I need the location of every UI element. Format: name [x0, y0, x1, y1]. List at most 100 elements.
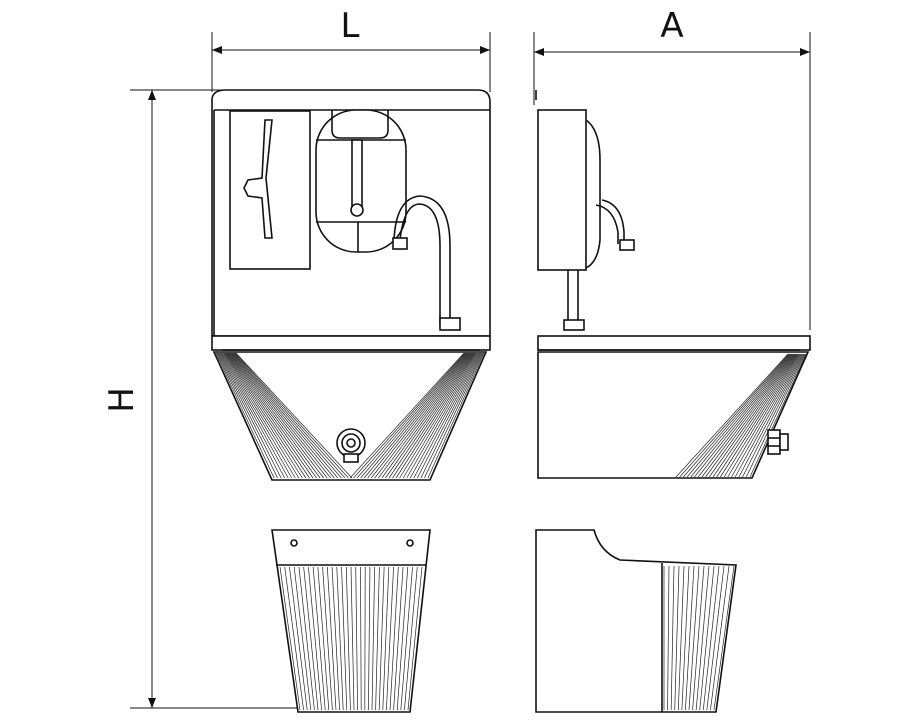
hatch-line — [705, 353, 796, 478]
hatch-line — [681, 565, 690, 711]
hatch-line — [694, 353, 793, 478]
faucet — [399, 203, 441, 326]
hatch-line — [322, 566, 333, 711]
hatch-line — [368, 566, 371, 711]
hatch-line — [395, 352, 477, 479]
hatch-line — [356, 352, 467, 479]
screw-hole-icon — [290, 539, 298, 547]
side-view-sink — [535, 90, 811, 479]
hatch-line — [706, 565, 725, 711]
side-panel — [537, 109, 587, 271]
basin-rim — [211, 335, 491, 351]
dimension-l: L — [211, 6, 491, 92]
dimension-a: A — [533, 6, 811, 330]
hatch-line — [355, 566, 358, 711]
side-basin-body — [537, 351, 810, 479]
hatch-line — [298, 566, 315, 711]
hatch-line — [677, 565, 685, 711]
hatch-line — [363, 352, 468, 479]
pedestal-hatch — [279, 566, 423, 711]
hatch-line — [378, 566, 385, 711]
hatch-line — [374, 352, 471, 479]
hatch-line — [293, 566, 312, 711]
hatch-line — [234, 352, 349, 479]
hatch-line — [695, 565, 710, 711]
dimension-h-label: H — [102, 387, 142, 413]
hatch-line — [697, 353, 794, 478]
hatch-line — [360, 566, 362, 711]
hatch-line — [702, 565, 720, 711]
hatch-line — [381, 352, 473, 479]
hatch-line — [688, 565, 700, 711]
hatch-line — [675, 353, 789, 478]
hatch-line — [731, 353, 802, 478]
hatch-line — [388, 352, 475, 479]
front-view-sink — [211, 89, 491, 481]
hatch-line — [690, 353, 792, 478]
hatch-line — [350, 566, 355, 711]
hatch-line — [396, 566, 409, 711]
hatch-line — [228, 352, 324, 479]
hatch-line — [331, 566, 340, 711]
hatch-line — [713, 565, 735, 711]
hatch-line — [341, 566, 348, 711]
hatch-line — [219, 352, 289, 479]
hatch-line — [353, 352, 466, 479]
hatch-line — [375, 566, 380, 711]
hatch-line — [312, 566, 326, 711]
drain-fitting-icon — [336, 428, 366, 463]
hatch-line — [308, 566, 322, 711]
screw-hole-icon — [406, 539, 414, 547]
hatch-line — [738, 353, 804, 478]
hatch-line — [371, 566, 376, 711]
dimension-a-label: A — [660, 6, 683, 46]
basin-hatch-left — [215, 352, 353, 479]
hatch-line — [400, 566, 413, 711]
hatch-line — [284, 566, 304, 711]
hatch-line — [710, 565, 730, 711]
hatch-line — [223, 352, 307, 479]
hatch-line — [326, 566, 337, 711]
hatch-line — [317, 566, 330, 711]
dimension-h: H — [102, 89, 300, 709]
hatch-line — [709, 353, 797, 478]
hatch-line — [679, 353, 790, 478]
hatch-line — [670, 565, 675, 711]
hatch-line — [382, 566, 390, 711]
hatch-line — [417, 352, 482, 479]
hatch-line — [222, 352, 300, 479]
hatch-line — [360, 352, 467, 479]
hatch-line — [386, 566, 394, 711]
drain-fitting-icon — [767, 429, 789, 455]
hatch-line — [389, 566, 399, 711]
dimension-l-label: L — [341, 6, 360, 46]
hatch-line — [235, 352, 353, 479]
hatch-line — [231, 352, 335, 479]
hatch-line — [674, 565, 680, 711]
hatch-line — [289, 566, 308, 711]
hatch-line — [727, 353, 801, 478]
hatch-line — [385, 352, 474, 479]
hatch-line — [420, 352, 483, 479]
hatch-line — [233, 352, 346, 479]
hatch-line — [392, 352, 476, 479]
hatch-line — [349, 352, 465, 479]
hatch-line — [734, 353, 803, 478]
side-basin-hatch — [675, 353, 807, 478]
hatch-line — [303, 566, 319, 711]
hatch-line — [233, 352, 342, 479]
hatch-line — [424, 352, 484, 479]
side-view-pedestal — [535, 529, 737, 713]
hatch-line — [221, 352, 296, 479]
hatch-line — [427, 352, 485, 479]
hatch-line — [230, 352, 332, 479]
hatch-line — [699, 565, 715, 711]
side-pedestal-hatch — [663, 565, 735, 711]
hatch-line — [216, 352, 278, 479]
hatch-line — [225, 352, 314, 479]
hatch-line — [407, 566, 423, 711]
hatch-line — [402, 352, 478, 479]
hatch-line — [378, 352, 472, 479]
hatch-line — [409, 352, 480, 479]
hatch-line — [220, 352, 293, 479]
